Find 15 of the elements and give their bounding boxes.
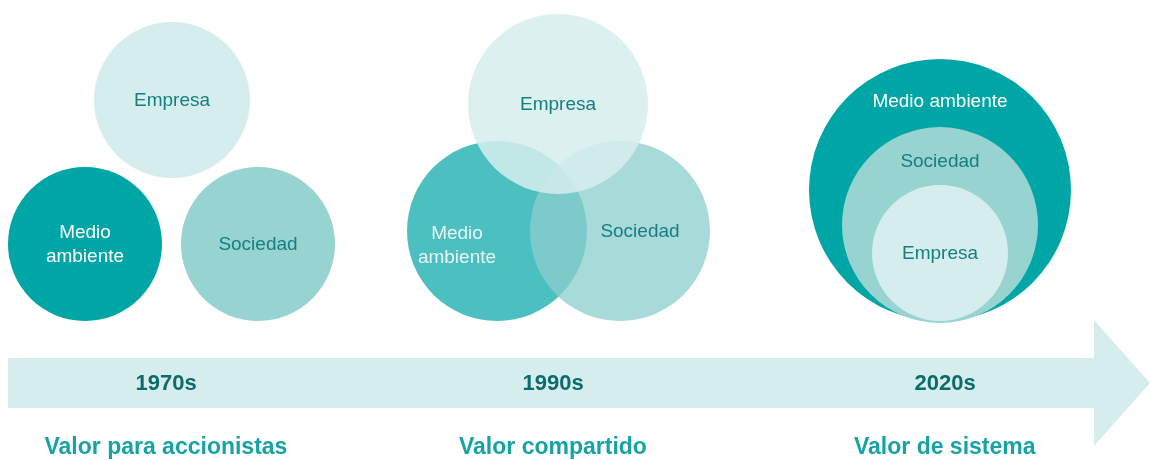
era-caption: Valor compartido: [459, 433, 647, 460]
circle-label: Sociedad: [900, 149, 980, 173]
circle-label: Empresa: [134, 88, 210, 112]
circle-label: Medio ambiente: [44, 220, 126, 268]
year-label: 1990s: [522, 370, 584, 396]
circle-label: Medio ambiente: [872, 89, 1008, 113]
circle-label: Empresa: [520, 92, 596, 116]
year-label: 1970s: [135, 370, 197, 396]
era-caption: Valor de sistema: [854, 433, 1036, 460]
year-label: 2020s: [914, 370, 976, 396]
circle-label: Medio ambiente: [416, 221, 498, 269]
circle-label: Sociedad: [218, 232, 298, 256]
circle-label: Sociedad: [600, 219, 680, 243]
circle-label: Empresa: [902, 241, 978, 265]
era-caption: Valor para accionistas: [44, 433, 288, 460]
